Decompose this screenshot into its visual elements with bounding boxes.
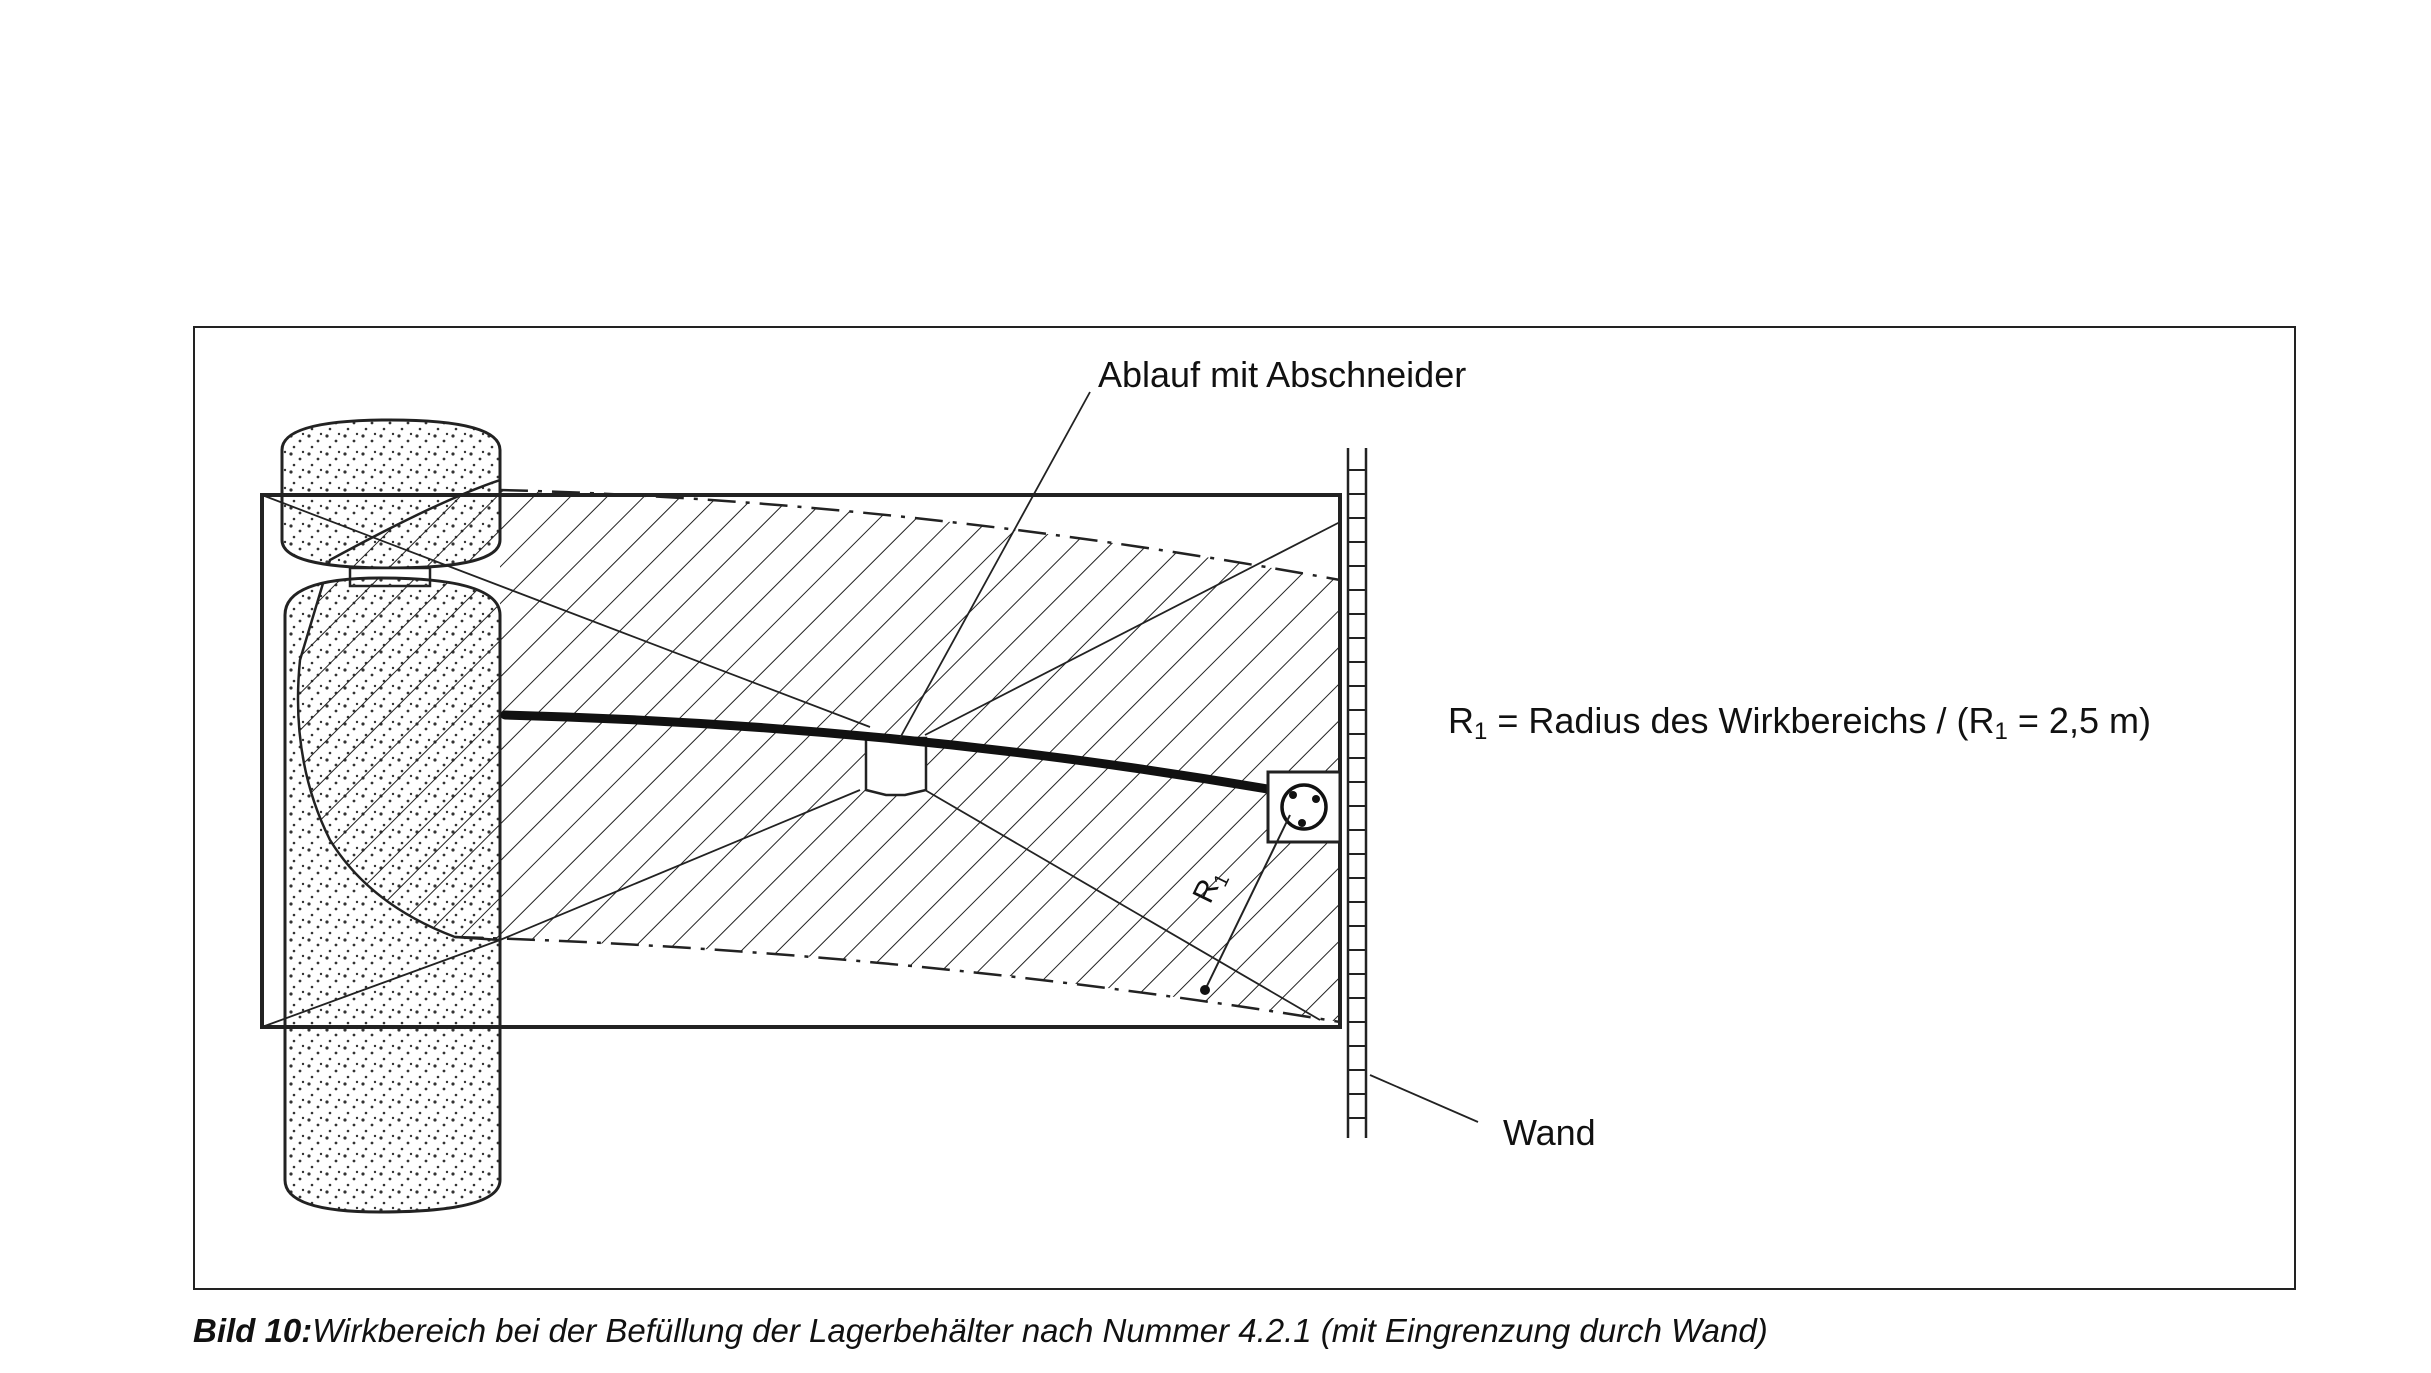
- construction-line: [924, 789, 1321, 1021]
- legend-subscript: 1: [1474, 718, 1488, 745]
- legend-text-a: = Radius des Wirkbereichs / (: [1487, 700, 1969, 741]
- construction-line: [499, 789, 861, 941]
- wall-label: Wand: [1503, 1112, 1596, 1153]
- legend-symbol-2: R: [1968, 700, 1995, 741]
- drain-label: Ablauf mit Abschneider: [1098, 354, 1467, 395]
- drain-separator: [864, 736, 928, 797]
- legend-subscript-2: 1: [1994, 718, 2008, 745]
- fill-hose: [500, 710, 1290, 797]
- caption-label: Bild 10:: [193, 1312, 313, 1349]
- construction-line: [261, 939, 501, 1028]
- radius-line: [1204, 814, 1291, 991]
- construction-line: [924, 521, 1341, 736]
- construction-line: [261, 494, 871, 728]
- effective-zone-boundary-bottom: [454, 935, 1341, 1024]
- figure-frame: [193, 326, 2296, 1290]
- leader-line-wall: [1369, 1074, 1479, 1123]
- legend-symbol: R: [1448, 700, 1474, 741]
- wall-bricks: [1348, 469, 1366, 1119]
- filling-area-outline: [260, 493, 1342, 1029]
- radius-legend: R1 = Radius des Wirkbereichs / (R1 = 2,5…: [1448, 700, 2151, 746]
- legend-text-b: = 2,5 m): [2007, 700, 2151, 741]
- figure-caption: Bild 10:Wirkbereich bei der Befüllung de…: [193, 1312, 1768, 1350]
- wall: [1346, 448, 1368, 1138]
- leader-line-drain: [899, 391, 1091, 739]
- tank-effective-zone: [296, 478, 500, 942]
- caption-text: Wirkbereich bei der Befüllung der Lagerb…: [312, 1312, 1768, 1349]
